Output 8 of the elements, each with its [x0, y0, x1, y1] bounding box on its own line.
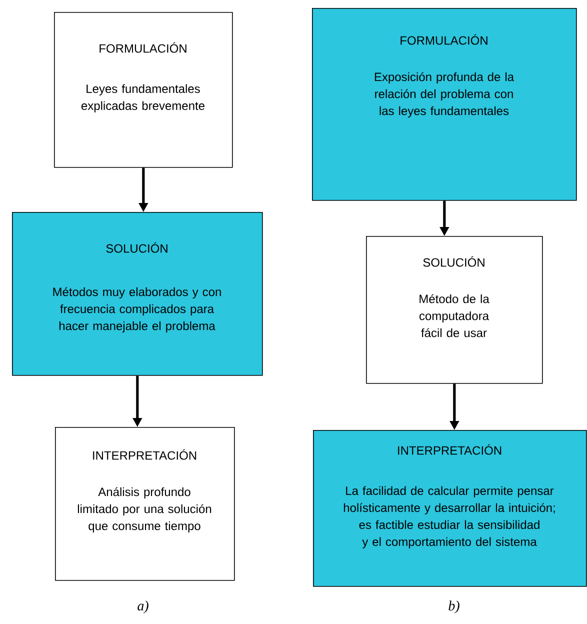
process-box: FORMULACIÓN Leyes fundamentales explicadas brevemente — [54, 12, 233, 168]
process-box: INTERPRETACIÓN La facilidad de calcular permite pensar holísticamente y desarrollar la intuición; es factible estudiar la sensibilidad y el comportamiento del sistema — [313, 430, 587, 587]
process-box: SOLUCIÓN Método de la computadora fácil de usar — [366, 236, 543, 384]
process-box: FORMULACIÓN Exposición profunda de la relación del problema con las leyes fundamentales — [312, 8, 577, 201]
panel-label: b) — [448, 600, 460, 614]
process-box: SOLUCIÓN Métodos muy elaborados y con frecuencia complicados para hacer manejable el problema — [12, 212, 263, 376]
panel-label: a) — [138, 600, 148, 614]
process-box: INTERPRETACIÓN Análisis profundo limitado por una solución que consume tiempo — [55, 427, 235, 581]
